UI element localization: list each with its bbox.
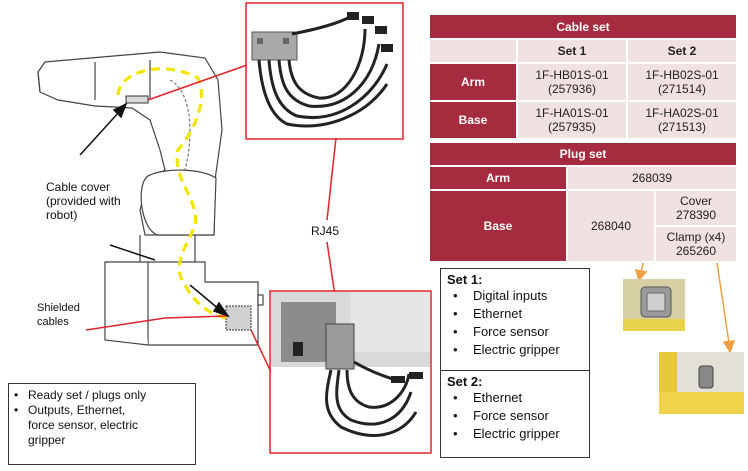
- cable-cover-marker: [125, 95, 149, 104]
- set1-title: Set 1:: [447, 272, 483, 287]
- cover-photo: [623, 279, 685, 331]
- set1-box: Set 1: Digital inputs Ethernet Force sen…: [440, 268, 590, 374]
- cable-cell: 1F-HB01S-01 (257936): [516, 62, 628, 102]
- plug-set-title: Plug set: [428, 141, 738, 167]
- set1-item: Digital inputs: [447, 287, 583, 305]
- cable-photo-arm: [247, 4, 402, 138]
- cable-set-table: Cable set Set 1 Set 2 Arm 1F-HB01S-01 (2…: [428, 13, 738, 140]
- plug-set-table: Plug set Arm 268039 Base 268040 Cover 27…: [428, 141, 738, 263]
- set2-box: Set 2: Ethernet Force sensor Electric gr…: [440, 370, 590, 458]
- label-shielded-cables: Shielded cables: [37, 302, 80, 328]
- set2-title: Set 2:: [447, 374, 483, 389]
- set1-item: Electric gripper: [447, 341, 583, 359]
- set1-item: Force sensor: [447, 323, 583, 341]
- set2-item: Force sensor: [447, 407, 583, 425]
- set1-item: Ethernet: [447, 305, 583, 323]
- ready-item: Outputs, Ethernet, force sensor, electri…: [12, 403, 192, 448]
- ready-set-box: Ready set / plugs only Outputs, Ethernet…: [8, 383, 196, 465]
- clamp-photo: [659, 352, 744, 414]
- plug-base-label: Base: [428, 189, 568, 263]
- set2-item: Ethernet: [447, 389, 583, 407]
- plug-clamp: Clamp (x4) 265260: [654, 225, 738, 263]
- plug-arm-value: 268039: [566, 165, 738, 191]
- plug-arm-label: Arm: [428, 165, 568, 191]
- label-cable-cover: Cable cover (provided with robot): [46, 180, 121, 222]
- cable-row-label: Arm: [428, 62, 518, 102]
- cable-route: [116, 67, 231, 320]
- ready-item: Ready set / plugs only: [12, 388, 192, 403]
- set2-item: Electric gripper: [447, 425, 583, 443]
- cable-photo-base: [271, 292, 430, 452]
- cable-set-col1: Set 1: [516, 38, 628, 64]
- base-connector-marker: [225, 305, 252, 331]
- label-rj45: RJ45: [311, 224, 340, 238]
- plug-cover: Cover 278390: [654, 189, 738, 227]
- cable-cell: 1F-HA02S-01 (271513): [626, 100, 738, 140]
- cable-cell: 1F-HA01S-01 (257935): [516, 100, 628, 140]
- plug-base-value: 268040: [566, 189, 656, 263]
- cable-cell: 1F-HB02S-01 (271514): [626, 62, 738, 102]
- cable-set-col2: Set 2: [626, 38, 738, 64]
- cable-set-title: Cable set: [428, 13, 738, 40]
- pointer-arrows: [79, 102, 230, 318]
- cable-row-label: Base: [428, 100, 518, 140]
